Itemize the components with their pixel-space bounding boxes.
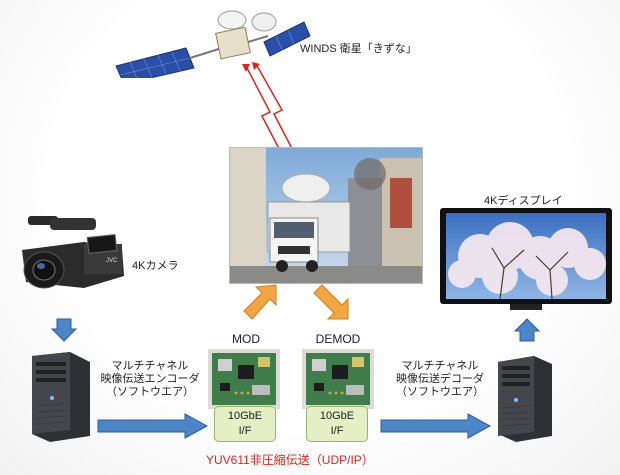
decoder-to-display-arrow-icon xyxy=(514,318,540,342)
demod-title: DEMOD xyxy=(315,332,361,346)
demod-10gbe-interface: 10GbE I/F xyxy=(306,406,368,442)
mod-if-line1: 10GbE xyxy=(227,410,263,422)
decoder-pc-image xyxy=(498,356,552,442)
encoder-pc-image xyxy=(32,352,90,442)
truck-to-demod-arrow-icon xyxy=(313,284,349,320)
demod-to-decoder-arrow-icon xyxy=(380,413,492,439)
decoder-label-line1: マルチチャネル xyxy=(401,360,479,372)
camera-to-encoder-arrow-icon xyxy=(51,318,77,342)
4k-camera-image: JVC xyxy=(22,216,124,289)
mod-title: MOD xyxy=(232,332,260,346)
satellite-link-icon xyxy=(242,62,304,170)
display-label: 4Kディスプレイ xyxy=(484,195,563,207)
4k-display-image xyxy=(440,208,612,310)
uplink-truck-photo xyxy=(229,147,423,284)
mod-to-truck-arrow-icon xyxy=(243,284,277,320)
svg-text:JVC: JVC xyxy=(106,258,118,264)
decoder-label: マルチチャネル 映像伝送デコーダ （ソフトウエア） xyxy=(388,360,492,399)
mod-if-line2: I/F xyxy=(238,425,252,437)
demod-if-line1: 10GbE xyxy=(319,410,355,422)
demod-if-line2: I/F xyxy=(330,425,344,437)
encoder-label-line1: マルチチャネル xyxy=(111,360,189,372)
encoder-label-line2: 映像伝送エンコーダ xyxy=(100,373,200,385)
encoder-label-line3: （ソフトウエア） xyxy=(106,386,194,398)
mod-board-image xyxy=(208,349,280,409)
transport-label: YUV611非圧縮伝送（UDP/IP） xyxy=(206,453,374,467)
mod-10gbe-interface: 10GbE I/F xyxy=(214,406,276,442)
decoder-label-line3: （ソフトウエア） xyxy=(396,386,484,398)
decoder-label-line2: 映像伝送デコーダ xyxy=(396,373,484,385)
camera-label: 4Kカメラ xyxy=(132,260,179,272)
demod-board-image xyxy=(302,349,374,409)
encoder-label: マルチチャネル 映像伝送エンコーダ （ソフトウエア） xyxy=(98,360,202,399)
satellite-label: WINDS 衛星「きずな」 xyxy=(300,43,417,55)
encoder-to-mod-arrow-icon xyxy=(97,413,209,439)
satellite-image xyxy=(115,10,311,78)
